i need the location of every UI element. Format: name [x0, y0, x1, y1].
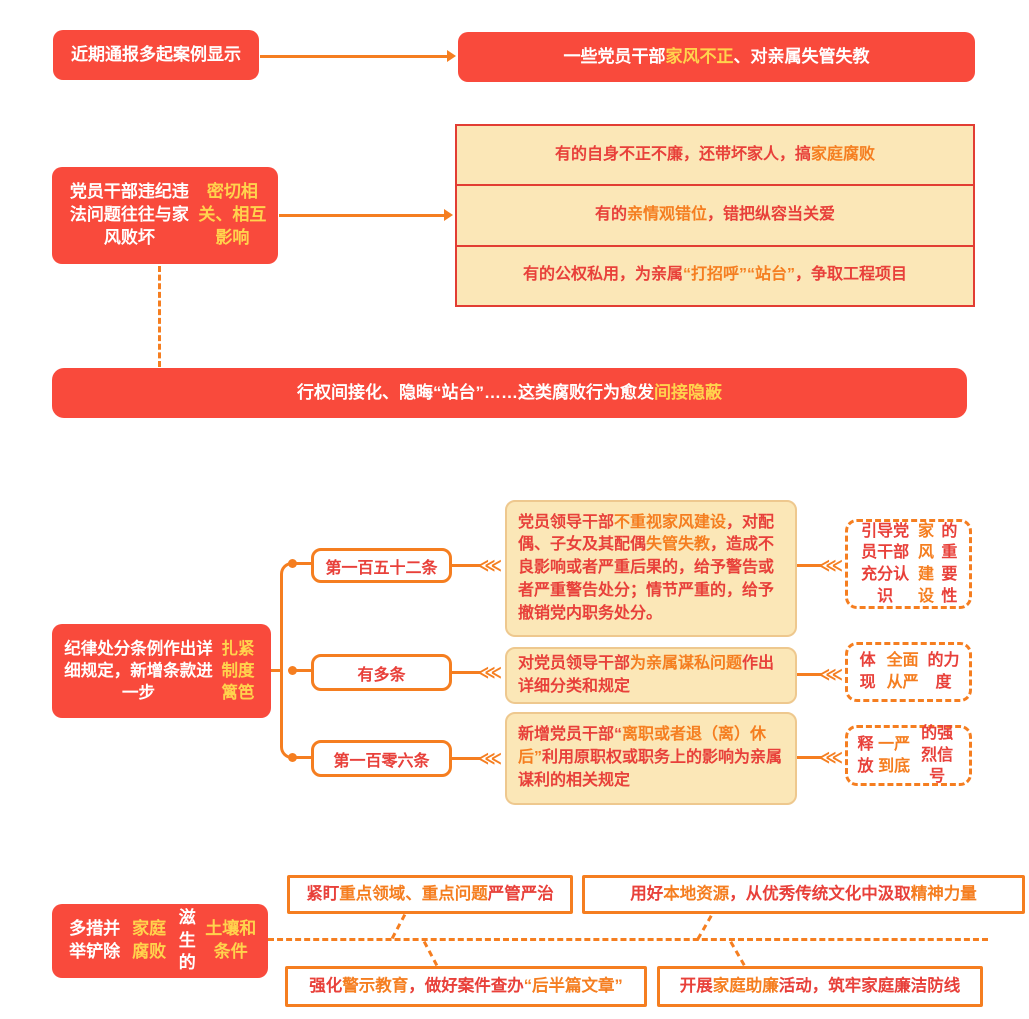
arrow-shaft: [279, 213, 444, 217]
arrow-right-2: [279, 209, 453, 221]
arrow-right-1: [260, 50, 456, 62]
connector-detail-outcome-3: ⋘: [797, 747, 843, 767]
connector-label-detail-1: ⋘: [452, 555, 502, 575]
article-detail-text: 新增党员干部“离职或者退（离）休后”利用原职权或职务上的影响为亲属谋利的相关规定: [518, 726, 783, 789]
measure-box-4: 开展家庭助廉活动，筑牢家庭廉洁防线: [657, 966, 983, 1007]
connector-shaft: [452, 563, 481, 567]
examples-table: 有的自身不正不廉，还带坏家人，搞家庭腐败 有的亲情观错位，错把纵容当关爱 有的公…: [455, 124, 975, 307]
outcome-box-3: 释放一严到底的强烈信号: [845, 725, 972, 786]
triple-chevron-icon: ⋘: [818, 747, 843, 767]
article-label-106: 第一百零六条: [311, 740, 452, 777]
arrowhead-icon: [447, 50, 456, 62]
bad-family-style-box: 一些党员干部家风不正、对亲属失管失教: [458, 32, 975, 82]
triple-chevron-icon: ⋘: [477, 555, 502, 575]
connector-label-detail-2: ⋘: [452, 662, 502, 682]
triple-chevron-icon: ⋘: [477, 662, 502, 682]
arrow-shaft: [260, 54, 447, 58]
dashed-branch-down-2: [729, 941, 746, 966]
measures-summary-box: 多措并举铲除家庭腐败滋生的土壤和条件: [52, 904, 268, 978]
connector-shaft: [797, 755, 822, 759]
violation-cause-box: 党员干部违纪违法问题往往与家风败坏密切相关、相互影响: [52, 167, 278, 264]
bracket-stub-top: [292, 562, 311, 565]
branch-dot: [288, 559, 297, 568]
article-detail-text: 对党员领导干部为亲属谋私问题作出详细分类和规定: [518, 654, 775, 695]
dashed-branch-up-2: [696, 915, 713, 940]
bracket-stub-left: [271, 669, 283, 672]
dashed-connector-vertical: [158, 266, 161, 367]
bracket-stub-bottom: [292, 756, 311, 759]
connector-shaft: [452, 756, 481, 760]
connector-shaft: [797, 563, 822, 567]
dashed-connector-horizontal: [268, 938, 988, 941]
article-detail-106: 新增党员干部“离职或者退（离）休后”利用原职权或职务上的影响为亲属谋利的相关规定: [505, 712, 797, 805]
outcome-box-1: 引导党员干部充分认识家风建设的重要性: [845, 519, 972, 609]
bracket-stub-middle: [292, 669, 311, 672]
triple-chevron-icon: ⋘: [818, 664, 843, 684]
article-detail-152: 党员领导干部不重视家风建设，对配偶、子女及其配偶失管失教，造成不良影响或者严重后…: [505, 500, 797, 637]
branch-dot: [288, 753, 297, 762]
connector-detail-outcome-2: ⋘: [797, 664, 843, 684]
example-row-2: 有的亲情观错位，错把纵容当关爱: [457, 184, 973, 244]
connector-shaft: [797, 672, 822, 676]
triple-chevron-icon: ⋘: [818, 555, 843, 575]
connector-label-detail-3: ⋘: [452, 748, 502, 768]
article-detail-multiple: 对党员领导干部为亲属谋私问题作出详细分类和规定: [505, 647, 797, 704]
article-detail-text: 党员领导干部不重视家风建设，对配偶、子女及其配偶失管失教，造成不良影响或者严重后…: [518, 513, 775, 622]
regulation-summary-box: 纪律处分条例作出详细规定，新增条款进一步扎紧制度篱笆: [52, 624, 271, 718]
measure-box-2: 用好本地资源，从优秀传统文化中汲取精神力量: [582, 875, 1025, 914]
measure-box-3: 强化警示教育，做好案件查办“后半篇文章”: [285, 966, 647, 1007]
bracket: [280, 562, 294, 759]
case-report-box: 近期通报多起案例显示: [53, 30, 259, 80]
arrowhead-icon: [444, 209, 453, 221]
connector-shaft: [452, 670, 481, 674]
branch-dot: [288, 666, 297, 675]
hidden-corruption-banner: 行权间接化、隐晦“站台”……这类腐败行为愈发间接隐蔽: [52, 368, 967, 418]
outcome-box-2: 体现全面从严的力度: [845, 642, 972, 702]
example-row-3: 有的公权私用，为亲属“打招呼”“站台”，争取工程项目: [457, 244, 973, 305]
triple-chevron-icon: ⋘: [477, 748, 502, 768]
article-label-multiple: 有多条: [311, 654, 452, 691]
article-label-152: 第一百五十二条: [311, 548, 452, 583]
measure-box-1: 紧盯重点领域、重点问题严管严治: [287, 875, 573, 914]
connector-detail-outcome-1: ⋘: [797, 555, 843, 575]
dashed-branch-down-1: [422, 940, 439, 967]
example-row-1: 有的自身不正不廉，还带坏家人，搞家庭腐败: [554, 145, 876, 163]
dashed-branch-up-1: [390, 913, 407, 940]
